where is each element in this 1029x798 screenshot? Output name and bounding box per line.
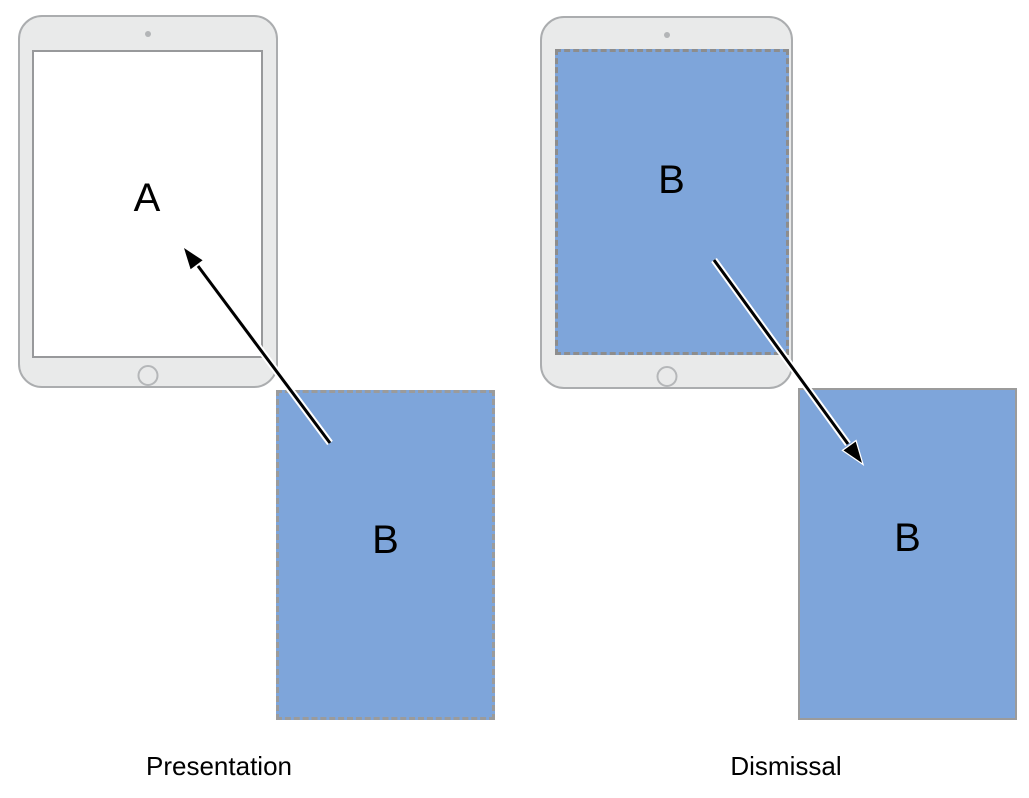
- screen-view-label-b: B: [658, 157, 685, 202]
- ipad-device-presentation: A: [18, 15, 278, 388]
- dismissed-view-label-b: B: [894, 516, 921, 560]
- home-button-icon: [656, 366, 677, 387]
- presented-view-label-b: B: [372, 518, 399, 562]
- screen-view-label-a: A: [133, 175, 161, 220]
- dismissed-view-b: B: [798, 388, 1017, 720]
- presentation-caption: Presentation: [146, 751, 292, 781]
- presented-view-b: B: [276, 390, 495, 720]
- device-screen-dismissal: B: [554, 48, 789, 355]
- home-button-icon: [137, 365, 159, 386]
- front-camera-icon: [663, 32, 670, 38]
- device-screen-presentation: A: [31, 49, 263, 358]
- front-camera-icon: [145, 31, 151, 37]
- ipad-device-dismissal: B: [540, 16, 793, 389]
- dismissal-caption: Dismissal: [730, 751, 842, 781]
